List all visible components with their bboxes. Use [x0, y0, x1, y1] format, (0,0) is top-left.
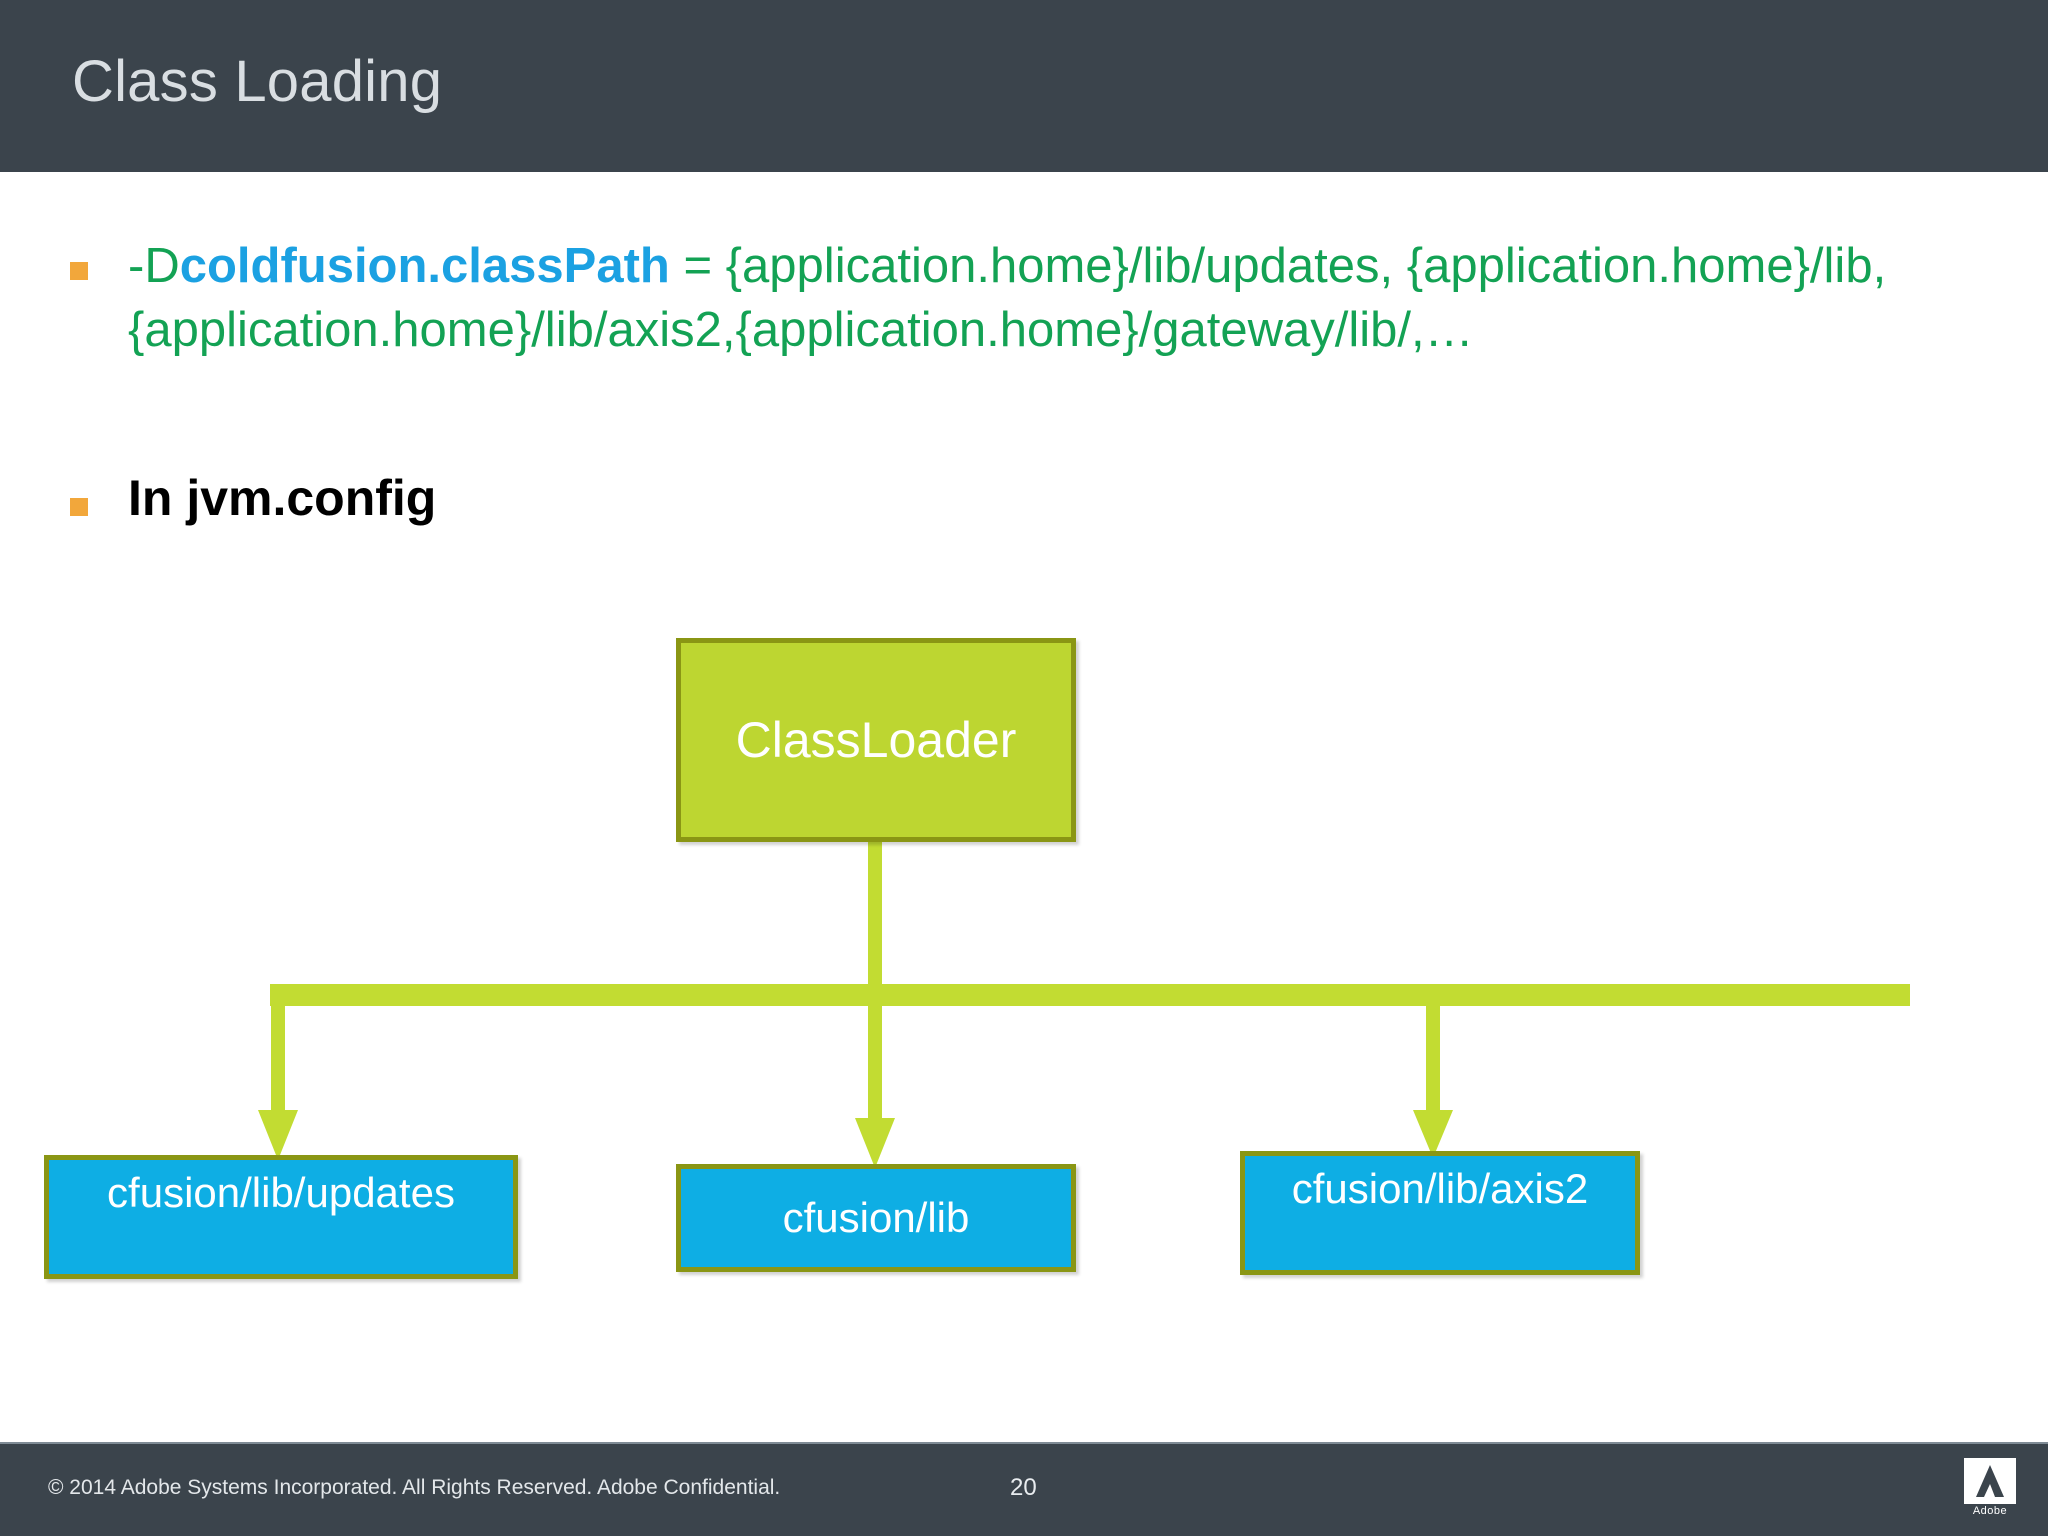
- classloader-diagram: ClassLoader cfusion/lib/updates cfusion/…: [0, 612, 2048, 1412]
- bullet-text-classpath: -Dcoldfusion.classPath = {application.ho…: [128, 234, 1988, 362]
- node-classloader[interactable]: ClassLoader: [676, 638, 1076, 842]
- node-cfusion-lib-label: cfusion/lib: [782, 1194, 970, 1241]
- adobe-wordmark: Adobe: [1972, 1505, 2008, 1517]
- footer-copyright: © 2014 Adobe Systems Incorporated. All R…: [48, 1476, 781, 1499]
- adobe-a-icon: [1964, 1458, 2016, 1504]
- connector-stem: [868, 840, 882, 990]
- page-title: Class Loading: [72, 49, 443, 114]
- slide-body: -Dcoldfusion.classPath = {application.ho…: [0, 172, 2048, 1444]
- node-cfusion-lib-axis2-label: cfusion/lib/axis2: [1291, 1165, 1589, 1212]
- arrowhead-left-icon: [258, 1110, 298, 1160]
- connector-bus: [270, 984, 1910, 1006]
- square-bullet-icon: [70, 498, 88, 516]
- connector-branch-middle: [868, 990, 882, 1128]
- connector-branch-left: [271, 990, 285, 1122]
- node-classloader-label: ClassLoader: [735, 712, 1017, 768]
- classpath-value: = {application.home}/lib/updates, {appli…: [128, 239, 1887, 357]
- adobe-logo: Adobe: [1958, 1458, 2022, 1524]
- classpath-property: coldfusion.classPath: [179, 239, 670, 293]
- slide-footer: © 2014 Adobe Systems Incorporated. All R…: [0, 1444, 2048, 1536]
- slide-header: Class Loading: [0, 0, 2048, 172]
- node-cfusion-lib[interactable]: cfusion/lib: [676, 1164, 1076, 1272]
- square-bullet-icon: [70, 262, 88, 280]
- node-cfusion-lib-axis2[interactable]: cfusion/lib/axis2: [1240, 1151, 1640, 1275]
- classpath-flag: -D: [128, 239, 180, 293]
- slide-number: 20: [1010, 1474, 1037, 1501]
- connector-branch-right: [1426, 990, 1440, 1122]
- bullet-text-jvmconfig: In jvm.config: [128, 470, 437, 526]
- node-cfusion-lib-updates[interactable]: cfusion/lib/updates: [44, 1155, 518, 1279]
- bullet-item-classpath: -Dcoldfusion.classPath = {application.ho…: [70, 234, 2010, 362]
- footer-divider: [0, 1442, 2048, 1445]
- arrowhead-middle-icon: [855, 1118, 895, 1168]
- bullet-item-jvmconfig: In jvm.config: [70, 468, 1270, 528]
- node-cfusion-lib-updates-label: cfusion/lib/updates: [107, 1169, 455, 1216]
